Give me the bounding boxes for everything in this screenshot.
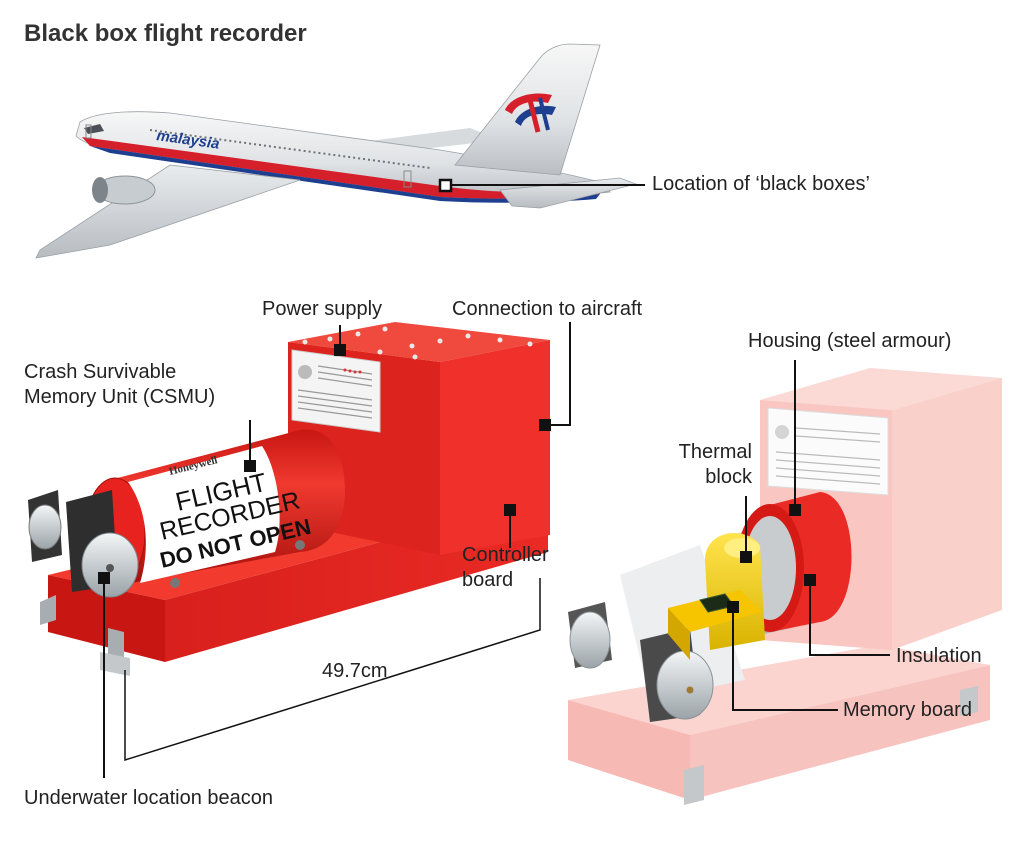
label-thermal-line2: block	[705, 466, 752, 488]
recorder-box-side	[440, 340, 550, 555]
connection-marker	[539, 419, 551, 431]
recorder-base-feet	[40, 595, 130, 676]
cutaway-box-top	[760, 368, 1002, 410]
underwater-beacons	[28, 490, 139, 598]
thermal-marker	[740, 551, 752, 563]
connection-leader	[548, 322, 571, 426]
label-location-black-boxes: Location of ‘black boxes’	[652, 173, 870, 195]
label-length: 49.7cm	[322, 660, 388, 682]
label-underwater-beacon: Underwater location beacon	[24, 787, 274, 809]
label-insulation: Insulation	[896, 645, 982, 667]
recorder-base-front	[48, 575, 165, 662]
csmu-label-band	[128, 446, 280, 583]
controller-marker	[504, 504, 516, 516]
label-controller-board: Controller board	[462, 543, 549, 593]
label-controller-line2: board	[462, 569, 514, 591]
length-dimension-line	[124, 578, 541, 762]
diagram-title: Black box flight recorder	[24, 20, 307, 47]
aircraft-illustration: malaysia	[35, 43, 645, 259]
aircraft-windows	[149, 129, 431, 169]
cutaway-base-side	[690, 665, 990, 800]
label-memory-board: Memory board	[843, 699, 972, 721]
label-controller-line1: Controller	[462, 544, 549, 566]
cutaway-info-placard	[767, 407, 889, 496]
recorder-info-placard	[291, 349, 381, 433]
aircraft-cockpit	[84, 124, 104, 134]
cutaway-recorder-illustration	[568, 368, 1002, 805]
aircraft-door-front	[85, 124, 92, 139]
airline-logo	[505, 93, 556, 133]
label-connection-to-aircraft: Connection to aircraft	[452, 298, 643, 320]
label-power-supply: Power supply	[262, 298, 383, 320]
label-housing: Housing (steel armour)	[748, 330, 952, 352]
csmu-marker	[244, 460, 256, 472]
memory-board	[668, 590, 762, 660]
beacon-marker	[98, 572, 110, 584]
cutaway-box-side	[892, 378, 1002, 650]
black-box-location-marker	[438, 178, 453, 193]
cutaway-base-foot	[684, 765, 704, 805]
label-thermal-line1: Thermal	[678, 441, 752, 463]
aircraft-near-wing	[35, 164, 301, 259]
memory-board-leader	[732, 608, 838, 711]
cutaway-base-foot-back	[960, 686, 978, 716]
label-csmu: Crash Survivable Memory Unit (CSMU)	[24, 360, 215, 410]
aircraft-tail-fin	[454, 43, 601, 176]
flight-recorder-illustration: Honeywell FLIGHT RECORDER DO NOT OPEN	[28, 322, 550, 676]
insulation-marker	[804, 574, 816, 586]
insulation-leader	[809, 580, 890, 656]
label-csmu-line1: Crash Survivable	[24, 361, 177, 383]
aircraft-engine	[92, 175, 156, 205]
recorder-box-top	[288, 322, 550, 362]
aircraft-door-rear	[403, 170, 412, 188]
power-supply-marker	[334, 344, 346, 356]
memory-board-marker	[727, 601, 739, 613]
label-csmu-line2: Memory Unit (CSMU)	[24, 386, 216, 408]
recorder-top-bolts	[302, 326, 533, 360]
leader-lines	[98, 322, 890, 778]
housing-marker	[789, 504, 801, 516]
cutaway-base-front	[568, 700, 690, 800]
label-thermal-block: Thermal block	[660, 440, 752, 490]
